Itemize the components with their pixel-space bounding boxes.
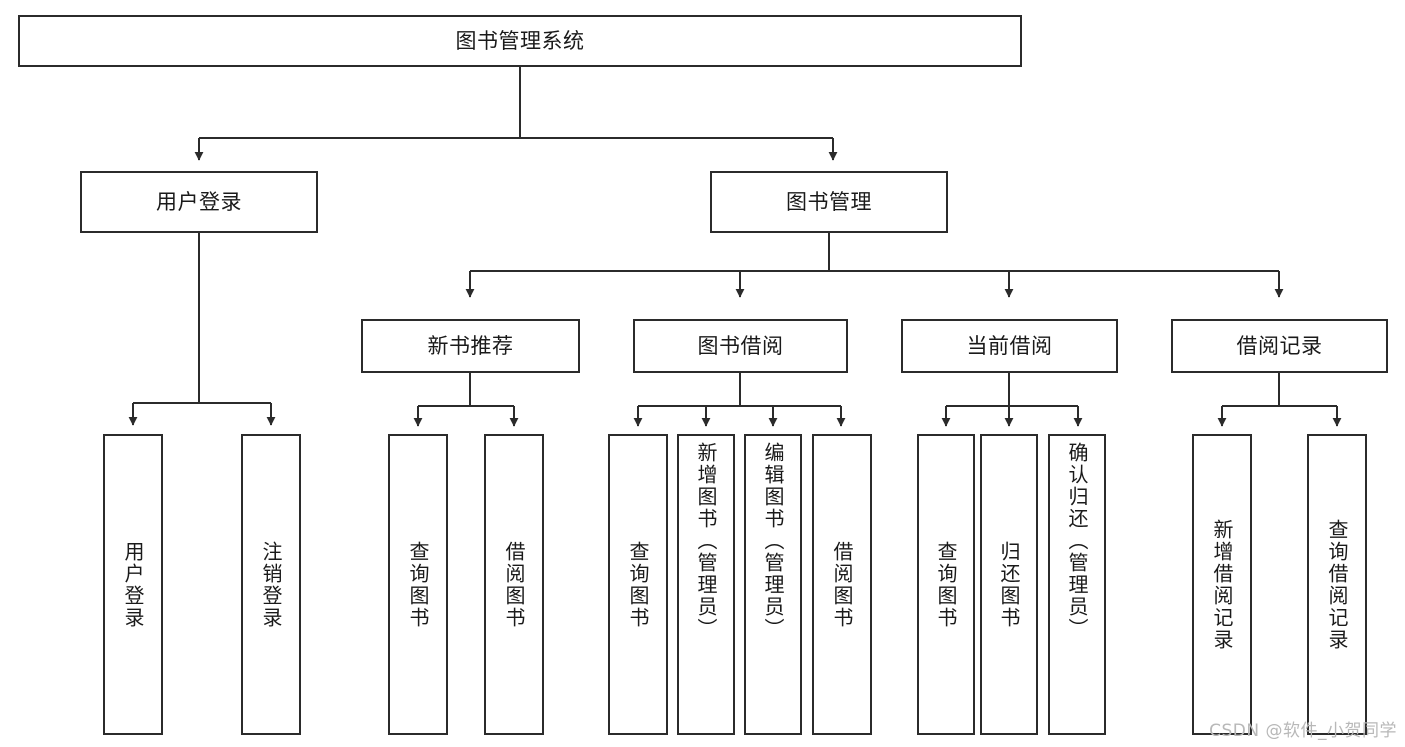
node-label: 用户登录 [121, 540, 145, 629]
leaf-query-book-newbook[interactable]: 查询图书 [388, 434, 448, 735]
node-label: 借阅图书 [502, 540, 526, 629]
node-label: 新增图书（管理员） [694, 442, 718, 640]
node-borrow-record[interactable]: 借阅记录 [1171, 319, 1388, 373]
node-label: 注销登录 [259, 540, 283, 629]
node-label: 借阅记录 [1236, 333, 1323, 358]
leaf-query-borrow-record[interactable]: 查询借阅记录 [1307, 434, 1367, 735]
node-label: 图书借阅 [697, 333, 784, 358]
leaf-query-book-borrow[interactable]: 查询图书 [608, 434, 668, 735]
node-label: 编辑图书（管理员） [761, 442, 785, 640]
leaf-edit-book-admin[interactable]: 编辑图书（管理员） [744, 434, 802, 735]
node-label: 查询借阅记录 [1325, 518, 1349, 651]
node-label: 新增借阅记录 [1210, 518, 1234, 651]
leaf-confirm-return-admin[interactable]: 确认归还（管理员） [1048, 434, 1106, 735]
leaf-add-book-admin[interactable]: 新增图书（管理员） [677, 434, 735, 735]
node-book-manage[interactable]: 图书管理 [710, 171, 948, 233]
node-label: 用户登录 [156, 189, 242, 214]
leaf-logout-login[interactable]: 注销登录 [241, 434, 301, 735]
node-label: 借阅图书 [830, 540, 854, 629]
node-label: 当前借阅 [966, 333, 1053, 358]
node-label: 图书管理系统 [455, 28, 585, 53]
leaf-borrow-book-borrow[interactable]: 借阅图书 [812, 434, 872, 735]
node-label: 查询图书 [934, 540, 958, 629]
node-label: 新书推荐 [427, 333, 514, 358]
watermark-text: CSDN @软件_小贺同学 [1209, 721, 1397, 741]
node-label: 图书管理 [786, 189, 872, 214]
leaf-borrow-book-newbook[interactable]: 借阅图书 [484, 434, 544, 735]
node-user-login[interactable]: 用户登录 [80, 171, 318, 233]
leaf-user-login[interactable]: 用户登录 [103, 434, 163, 735]
leaf-return-book[interactable]: 归还图书 [980, 434, 1038, 735]
node-book-borrow[interactable]: 图书借阅 [633, 319, 848, 373]
leaf-add-borrow-record[interactable]: 新增借阅记录 [1192, 434, 1252, 735]
node-label: 归还图书 [997, 540, 1021, 629]
node-root-system[interactable]: 图书管理系统 [18, 15, 1022, 67]
leaf-query-book-current[interactable]: 查询图书 [917, 434, 975, 735]
node-label: 查询图书 [406, 540, 430, 629]
node-new-book-recommend[interactable]: 新书推荐 [361, 319, 580, 373]
node-label: 确认归还（管理员） [1065, 442, 1089, 640]
node-current-borrow[interactable]: 当前借阅 [901, 319, 1118, 373]
node-label: 查询图书 [626, 540, 650, 629]
